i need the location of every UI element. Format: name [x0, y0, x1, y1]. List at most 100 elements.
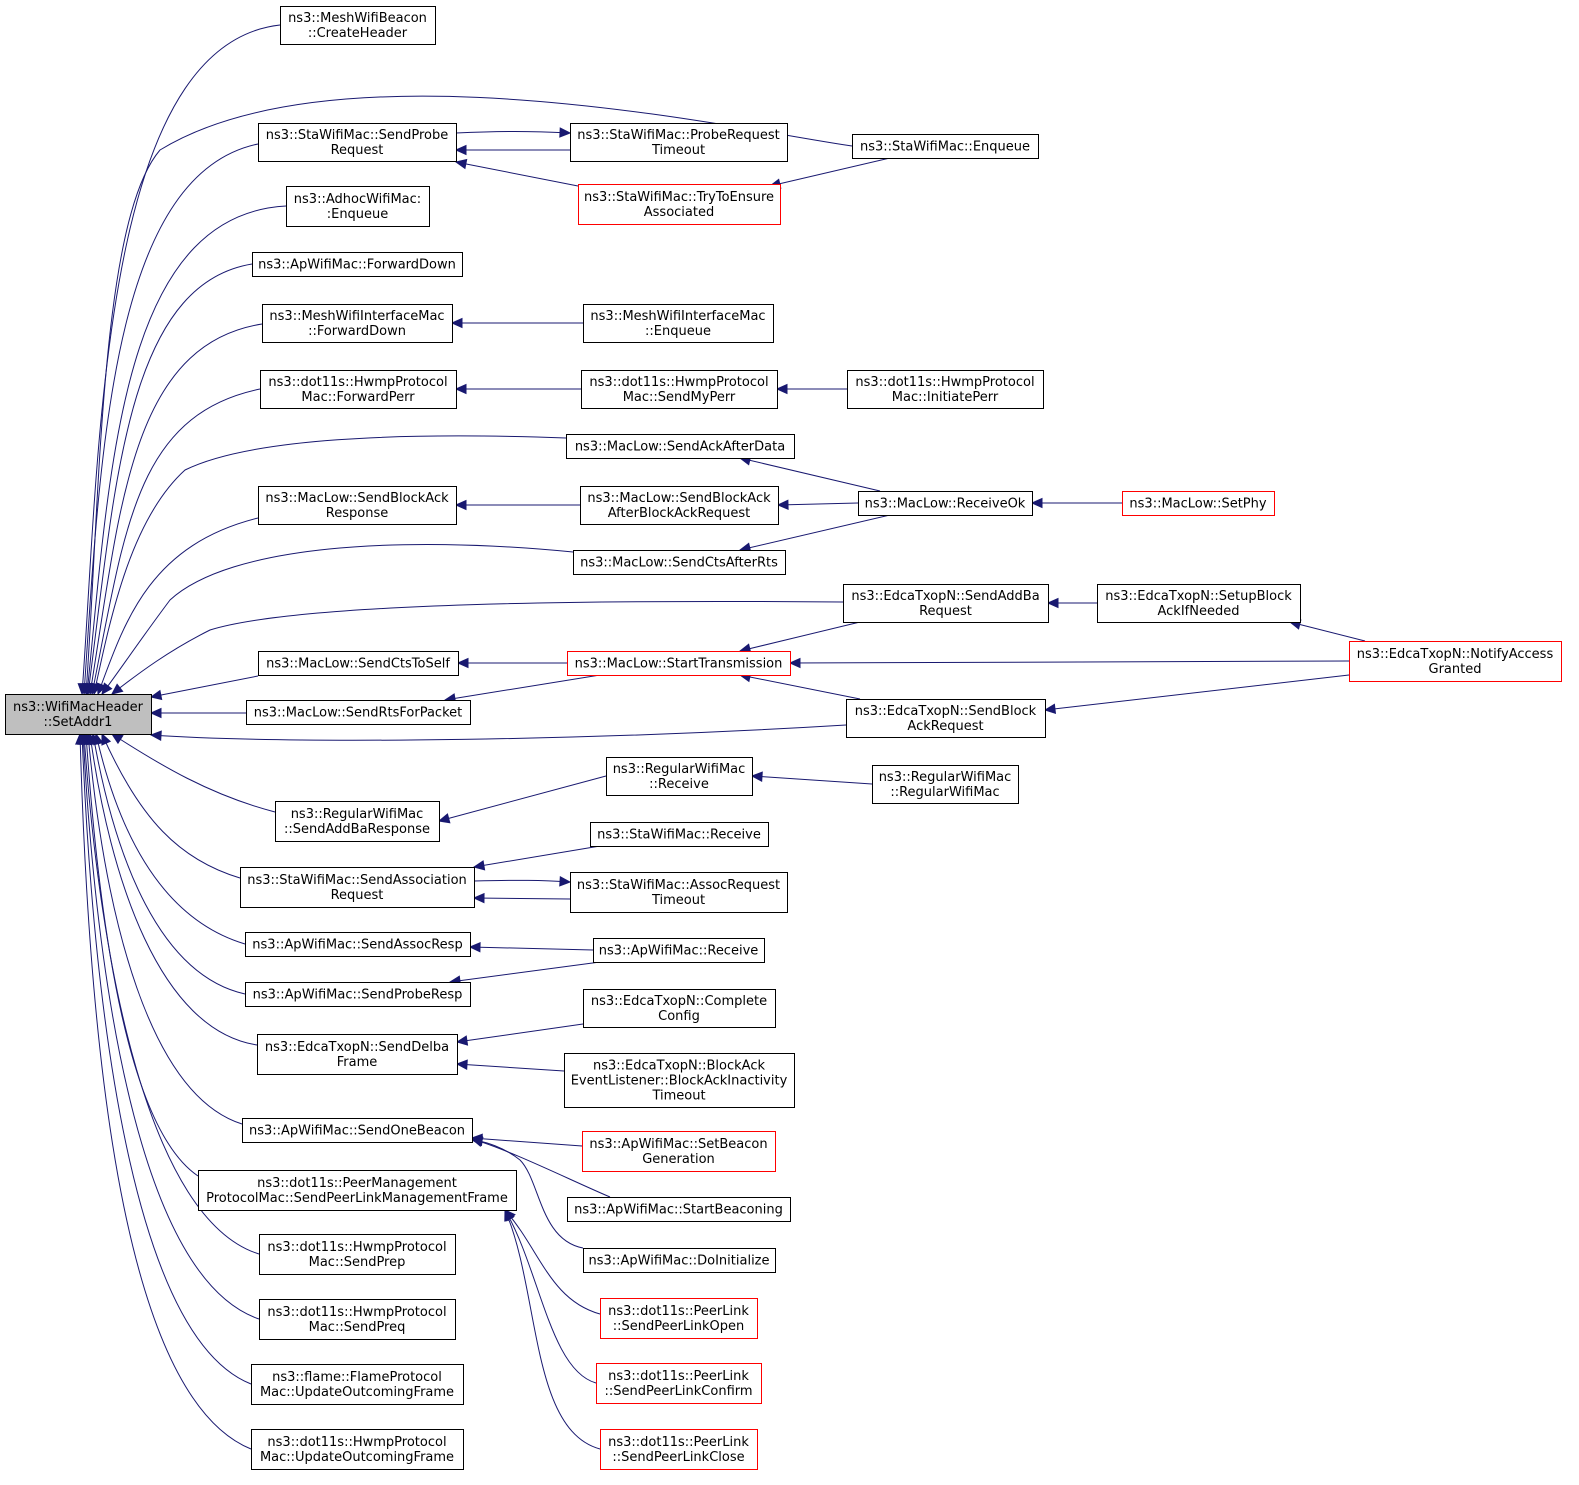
node-box[interactable]	[242, 1118, 473, 1143]
node-box[interactable]	[846, 699, 1046, 738]
function-node[interactable]: ns3::dot11s::PeerLink::SendPeerLinkOpen	[600, 1298, 758, 1339]
node-box[interactable]	[260, 370, 457, 409]
node-box[interactable]	[259, 1299, 456, 1340]
function-node[interactable]: ns3::MacLow::StartTransmission	[567, 651, 791, 676]
function-node[interactable]: ns3::MacLow::SendRtsForPacket	[246, 700, 471, 725]
node-box[interactable]	[583, 1248, 776, 1273]
node-box[interactable]	[251, 1429, 464, 1470]
node-box[interactable]	[570, 872, 788, 913]
function-node[interactable]: ns3::RegularWifiMac::Receive	[606, 757, 753, 796]
node-box[interactable]	[843, 584, 1049, 623]
node-box[interactable]	[564, 1053, 795, 1108]
function-node[interactable]: ns3::ApWifiMac::SendOneBeacon	[242, 1118, 473, 1143]
function-node[interactable]: ns3::MacLow::SendCtsToSelf	[258, 651, 459, 676]
node-box[interactable]	[580, 486, 779, 525]
node-box[interactable]	[286, 186, 430, 227]
node-box[interactable]	[581, 370, 778, 409]
node-box[interactable]	[258, 486, 457, 525]
node-box[interactable]	[567, 651, 791, 676]
node-box[interactable]	[275, 801, 440, 842]
node-box[interactable]	[583, 304, 774, 343]
node-box[interactable]	[257, 1034, 458, 1075]
node-box[interactable]	[240, 867, 475, 908]
function-node[interactable]: ns3::flame::FlameProtocolMac::UpdateOutc…	[251, 1364, 464, 1405]
function-node[interactable]: ns3::dot11s::HwmpProtocolMac::ForwardPer…	[260, 370, 457, 409]
node-box[interactable]	[578, 184, 781, 225]
function-node[interactable]: ns3::MacLow::SendCtsAfterRts	[573, 550, 786, 575]
node-box[interactable]	[582, 1131, 776, 1172]
function-node[interactable]: ns3::EdcaTxopN::BlockAckEventListener::B…	[564, 1053, 795, 1108]
function-node[interactable]: ns3::dot11s::PeerLink::SendPeerLinkClose	[600, 1429, 758, 1470]
node-box[interactable]	[252, 252, 463, 277]
function-node[interactable]: ns3::dot11s::PeerManagementProtocolMac::…	[198, 1170, 517, 1211]
node-box[interactable]	[858, 491, 1033, 516]
node-box[interactable]	[593, 938, 765, 963]
function-node[interactable]: ns3::dot11s::HwmpProtocolMac::InitiatePe…	[847, 370, 1044, 409]
node-box[interactable]	[258, 651, 459, 676]
node-box[interactable]	[847, 370, 1044, 409]
node-box[interactable]	[262, 304, 453, 343]
function-node[interactable]: ns3::MeshWifiInterfaceMac::Enqueue	[583, 304, 774, 343]
function-node[interactable]: ns3::MeshWifiInterfaceMac::ForwardDown	[262, 304, 453, 343]
function-node[interactable]: ns3::ApWifiMac::ForwardDown	[252, 252, 463, 277]
function-node[interactable]: ns3::MeshWifiBeacon::CreateHeader	[280, 6, 436, 45]
function-node[interactable]: ns3::MacLow::SendAckAfterData	[566, 434, 795, 459]
node-box[interactable]	[1097, 584, 1301, 623]
function-node[interactable]: ns3::RegularWifiMac::SendAddBaResponse	[275, 801, 440, 842]
node-box[interactable]	[245, 982, 471, 1007]
function-node[interactable]: ns3::AdhocWifiMac::Enqueue	[286, 186, 430, 227]
node-box[interactable]	[567, 1197, 791, 1222]
function-node[interactable]: ns3::MacLow::ReceiveOk	[858, 491, 1033, 516]
function-node[interactable]: ns3::dot11s::PeerLink::SendPeerLinkConfi…	[596, 1363, 762, 1404]
node-box[interactable]	[573, 550, 786, 575]
function-node[interactable]: ns3::ApWifiMac::SendProbeResp	[245, 982, 471, 1007]
node-box[interactable]	[600, 1429, 758, 1470]
function-node[interactable]: ns3::MacLow::SetPhy	[1122, 491, 1275, 516]
node-box[interactable]	[596, 1363, 762, 1404]
node-box[interactable]	[600, 1298, 758, 1339]
function-node[interactable]: ns3::StaWifiMac::Receive	[590, 822, 769, 847]
node-box[interactable]	[606, 757, 753, 796]
function-node[interactable]: ns3::ApWifiMac::DoInitialize	[583, 1248, 776, 1273]
node-box[interactable]	[570, 123, 788, 162]
node-box[interactable]	[1122, 491, 1275, 516]
function-node[interactable]: ns3::RegularWifiMac::RegularWifiMac	[872, 765, 1019, 804]
function-node[interactable]: ns3::ApWifiMac::SendAssocResp	[245, 932, 471, 957]
node-box[interactable]	[590, 822, 769, 847]
function-node[interactable]: ns3::StaWifiMac::Enqueue	[852, 134, 1039, 159]
node-box[interactable]	[280, 6, 436, 45]
node-box[interactable]	[566, 434, 795, 459]
node-box[interactable]	[5, 694, 152, 735]
node-box[interactable]	[258, 123, 457, 162]
node-box[interactable]	[246, 700, 471, 725]
node-box[interactable]	[852, 134, 1039, 159]
node-box[interactable]	[1349, 641, 1562, 682]
node-box[interactable]	[251, 1364, 464, 1405]
node-box[interactable]	[583, 989, 776, 1028]
function-node[interactable]: ns3::MacLow::SendBlockAckAfterBlockAckRe…	[580, 486, 779, 525]
function-node[interactable]: ns3::dot11s::HwmpProtocolMac::UpdateOutc…	[251, 1429, 464, 1470]
node-box[interactable]	[872, 765, 1019, 804]
node-box[interactable]	[198, 1170, 517, 1211]
node-box[interactable]	[245, 932, 471, 957]
function-node[interactable]: ns3::ApWifiMac::StartBeaconing	[567, 1197, 791, 1222]
function-node[interactable]: ns3::ApWifiMac::Receive	[593, 938, 765, 963]
focus-node[interactable]: ns3::WifiMacHeader::SetAddr1	[5, 694, 152, 735]
node-box[interactable]	[259, 1234, 456, 1275]
